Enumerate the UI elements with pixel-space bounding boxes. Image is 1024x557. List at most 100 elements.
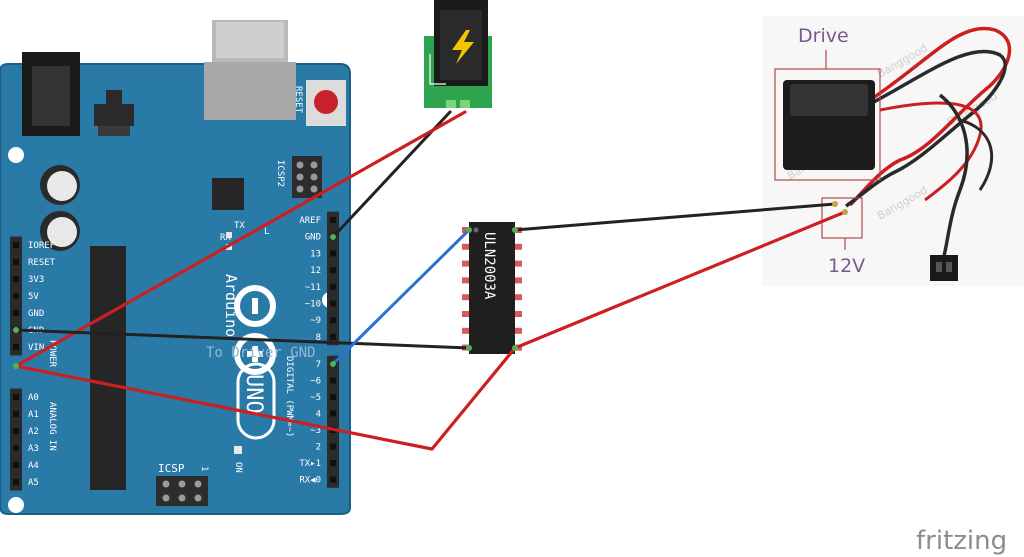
ic-pin-right [514, 277, 522, 284]
tx-led [226, 232, 232, 238]
wire-blue-pin7-to-ic [331, 228, 471, 366]
wire-black-gnd-to-ic [14, 328, 471, 350]
wire-endpoint [330, 234, 336, 240]
header-socket [330, 333, 336, 340]
header-socket [330, 217, 336, 223]
tx-label: TX [234, 221, 245, 231]
pin-label: 5V [28, 292, 39, 302]
pin-label: TX▸1 [299, 459, 321, 469]
wire-red-ic-to-driver [513, 210, 847, 350]
pin-label: ~6 [310, 377, 321, 387]
capacitor-top [47, 217, 77, 247]
analog-section-label: ANALOG IN [47, 402, 57, 451]
pin-label: ~11 [305, 283, 321, 293]
arduino-pcb [0, 63, 351, 515]
pin-label: 7 [316, 360, 321, 370]
header-socket [330, 460, 336, 466]
ic-pin-left [462, 277, 470, 284]
pin-label: A2 [28, 427, 39, 437]
header-socket [13, 242, 19, 248]
power-section-label: POWER [47, 340, 57, 368]
pin-label: VIN [28, 343, 44, 353]
ic-pin-left [462, 294, 470, 301]
ic-pin-right [514, 260, 522, 267]
driver-cable-red [848, 26, 1012, 207]
wire-red-jack-to-vin [14, 110, 467, 368]
wire-endpoint [13, 363, 19, 369]
usb-chip [212, 178, 244, 210]
header-strip [10, 388, 22, 491]
capacitor-top [47, 171, 77, 201]
arduino-logo [234, 285, 276, 375]
pin-label: GND [28, 309, 44, 319]
header-socket [13, 259, 19, 265]
wire-endpoint [13, 327, 19, 333]
pin-label: 4 [316, 410, 321, 420]
wire-endpoint [842, 209, 848, 215]
header-socket [13, 394, 19, 400]
pin-label: ~10 [305, 300, 321, 310]
icsp2-label: ICSP2 [275, 160, 285, 187]
header-socket [13, 445, 19, 451]
ic-pin-left [462, 243, 470, 250]
lightning-icon [452, 30, 474, 64]
digital-header-bottom: 7 ~6 ~5 4 ~3 2TX▸1RX◀0 [299, 355, 339, 488]
pin-label: AREF [299, 216, 321, 226]
pin-label: 2 [316, 443, 321, 453]
header-strip [327, 355, 339, 488]
pin-label: A4 [28, 461, 39, 471]
driver-box-top [790, 84, 868, 116]
pin-label: RX◀0 [299, 476, 321, 486]
fritzing-brand: fritzing [916, 526, 1007, 556]
header-socket [13, 411, 19, 417]
dc-jack-module [424, 0, 492, 108]
header-socket [330, 476, 336, 483]
uln2003a-chip: ULN2003A [462, 222, 522, 354]
mounting-hole [8, 147, 24, 163]
wires [13, 110, 848, 451]
ic-pin-right [514, 327, 522, 334]
header-pin [296, 185, 304, 193]
pin-label: GND [305, 233, 321, 243]
wire-red-vin-to-ic-com [14, 346, 517, 451]
voltage-regulator-legs [98, 126, 130, 136]
header-socket [13, 310, 19, 316]
ic-pin-right [514, 243, 522, 250]
wire-endpoint [512, 227, 518, 233]
header-socket [330, 250, 336, 257]
reset-label: RESET [293, 86, 303, 114]
pin-label: ~5 [310, 393, 321, 403]
mounting-hole [8, 497, 24, 513]
header-socket [330, 394, 336, 400]
pin-label: ~3 [310, 426, 321, 436]
header-pin [162, 480, 170, 488]
driver-connector-slot [946, 262, 952, 272]
ic-pin-right [514, 311, 522, 317]
icsp-pin1-label: 1 [199, 466, 209, 471]
pin-label: IOREF [28, 241, 55, 251]
l-label: L [264, 227, 269, 237]
header-socket [330, 283, 336, 290]
header-pin [194, 480, 202, 488]
header-pin [194, 494, 202, 502]
header-socket [13, 344, 19, 350]
pin-label: 13 [310, 249, 321, 259]
pin-label: A3 [28, 444, 39, 454]
wire-endpoint [832, 201, 838, 207]
uno-badge: UNO [236, 362, 276, 440]
driver-cable-black-3 [959, 118, 994, 191]
el-driver: Banggood Banggood Banggood Banggood Driv… [762, 16, 1024, 286]
header-pin [310, 185, 318, 193]
header-socket [13, 479, 19, 485]
header-socket [13, 462, 19, 468]
ic-pin-left [462, 327, 470, 334]
pin-label: A1 [28, 410, 39, 420]
uln2003a-label: ULN2003A [481, 232, 497, 300]
header-socket [330, 267, 336, 274]
wire-endpoint [466, 345, 472, 351]
dc-power-jack-inner [32, 66, 70, 126]
icsp-label: ICSP [158, 462, 185, 475]
